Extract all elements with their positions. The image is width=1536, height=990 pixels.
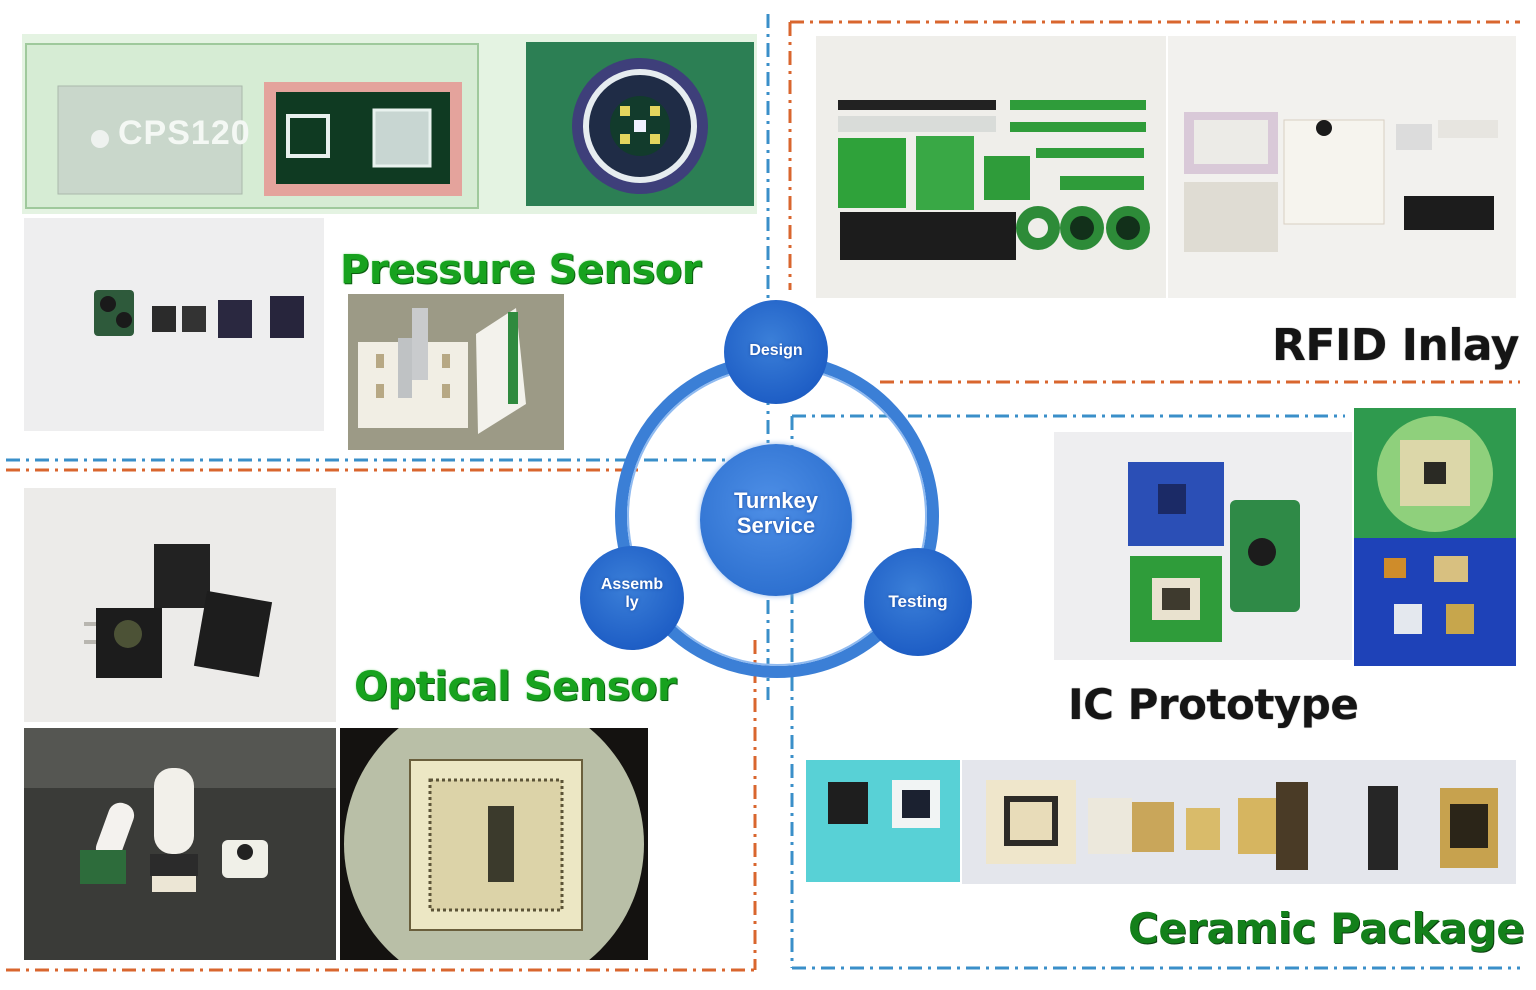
testing-label: Testing: [888, 592, 948, 611]
pressure-sensor-label: Pressure Sensor: [340, 247, 701, 293]
optical-sensor-label: Optical Sensor: [354, 664, 677, 710]
optical-led-photo: [24, 728, 336, 960]
turnkey-service-node: Turnkey Service: [700, 444, 852, 596]
rfid-tags-photo: [816, 36, 1166, 298]
ic-prototype-label: IC Prototype: [1068, 680, 1359, 729]
optical-packages-photo: [24, 488, 336, 722]
optical-die-photo: [340, 728, 648, 960]
design-label: Design: [749, 342, 803, 359]
ceramic-package-label: Ceramic Package: [1128, 904, 1525, 953]
pressure-packages-photo: [24, 218, 324, 431]
testing-node: Testing: [864, 548, 972, 656]
chip-marking: CPS120: [118, 114, 251, 152]
design-node: Design: [724, 300, 828, 404]
assembly-label-line1: Assemb: [600, 576, 664, 593]
ceramic-board-photo: [806, 760, 960, 882]
assembly-label-line2: ly: [625, 594, 639, 612]
ceramic-packages-photo: [962, 760, 1516, 884]
turnkey-label-line2: Service: [736, 513, 816, 539]
pressure-port-photo: [348, 294, 564, 450]
rfid-labels-photo: [1168, 36, 1516, 298]
turnkey-label-line1: Turnkey: [734, 488, 818, 513]
ic-boards-photo: [1054, 432, 1352, 660]
ic-closeup-photo: [1354, 408, 1516, 666]
rfid-inlay-label: RFID Inlay: [1272, 320, 1519, 371]
pressure-board-photo: CPS120: [22, 34, 757, 214]
assembly-node: Assemb ly: [580, 546, 684, 650]
